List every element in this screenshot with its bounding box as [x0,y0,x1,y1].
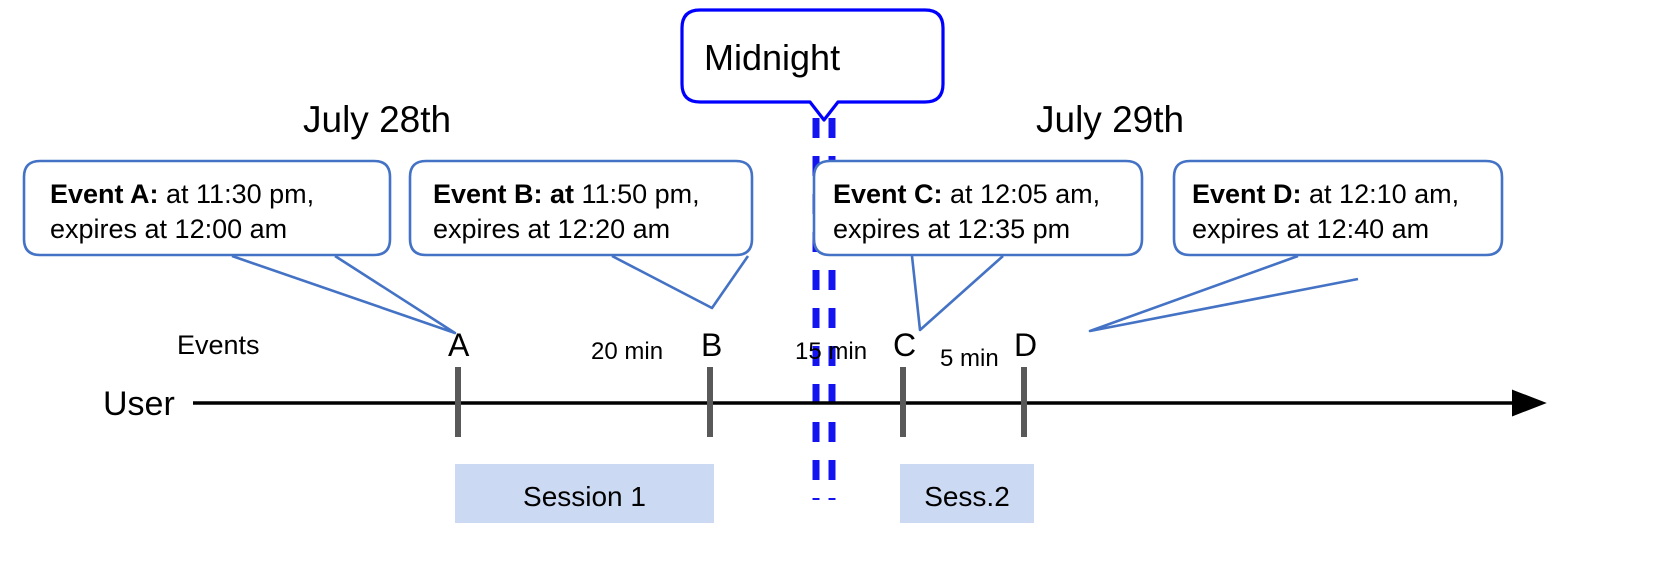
event-b-pointer [611,254,750,310]
tick-label-b: B [701,327,723,363]
event-d-text: Event D: at 12:10 am, expires at 12:40 a… [1192,177,1459,247]
date-heading-left: July 28th [303,99,452,140]
event-c-callout[interactable] [812,159,1144,332]
interval-label-cd: 5 min [940,345,999,372]
event-d-callout[interactable] [1088,159,1504,333]
event-d-line1: at 12:10 am, [1301,179,1460,209]
event-c-pointer [910,255,1004,332]
session-2-band [900,464,1034,523]
tick-label-a: A [448,327,470,363]
user-row-label: User [103,385,175,423]
interval-label-bc: 15 min [795,338,868,365]
midnight-callout-shape [680,8,945,122]
event-c-box [812,159,1144,257]
event-a-pointer [231,254,457,335]
session-1-band [455,464,714,523]
timeline-axis [193,389,1547,417]
event-b-title: Event B: at [433,179,575,209]
timeline-arrowhead [1512,389,1547,417]
event-d-line2: expires at 12:40 am [1192,214,1430,245]
midnight-label: Midnight [704,37,841,78]
event-b-text: Event B: at 11:50 pm, expires at 12:20 a… [433,177,700,247]
tick-label-d: D [1014,327,1038,363]
event-a-line1: at 11:30 pm, [158,179,315,209]
event-a-box [22,159,392,257]
event-a-title: Event A: [50,179,159,209]
event-a-text: Event A: at 11:30 pm, expires at 12:00 a… [50,177,314,247]
session-2-label: Sess.2 [924,481,1010,512]
event-a-line2: expires at 12:00 am [50,214,288,245]
event-c-title: Event C: [833,179,943,209]
date-heading-right: July 29th [1036,99,1185,140]
event-b-callout[interactable] [408,159,754,310]
event-d-box [1172,159,1504,257]
midnight-divider [812,118,836,500]
event-d-pointer [1088,254,1359,333]
event-c-text: Event C: at 12:05 am, expires at 12:35 p… [833,177,1100,247]
tick-label-c: C [893,327,917,363]
event-b-line1: 11:50 pm, [574,179,700,209]
midnight-callout[interactable] [680,8,945,122]
event-b-box [408,159,754,257]
timeline-ticks [455,367,1027,437]
interval-label-ab: 20 min [591,338,664,365]
event-d-title: Event D: [1192,179,1302,209]
event-c-line2: expires at 12:35 pm [833,214,1071,245]
event-a-callout[interactable] [22,159,457,335]
event-b-line2: expires at 12:20 am [433,214,671,245]
events-row-label: Events [177,330,260,360]
session-1-label: Session 1 [523,481,646,512]
event-c-line1: at 12:05 am, [942,179,1101,209]
